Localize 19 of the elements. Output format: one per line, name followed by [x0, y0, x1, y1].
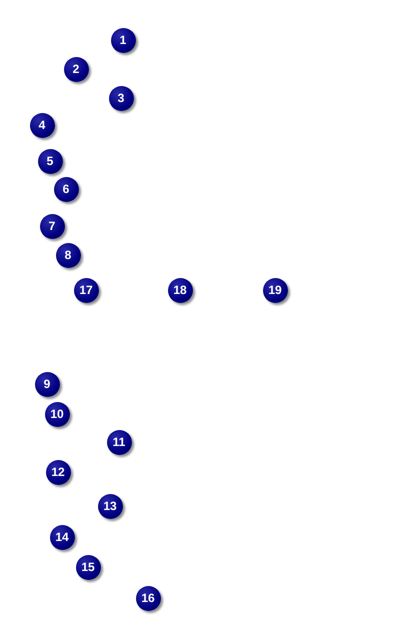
callout-number: 10 [44, 402, 70, 426]
callout-number: 3 [108, 86, 134, 110]
callout-number: 17 [74, 278, 98, 302]
callout-number: 15 [76, 554, 100, 580]
callout-number: 11 [106, 430, 132, 454]
callout-number: 13 [98, 494, 122, 518]
callout-number: 5 [38, 148, 62, 174]
callout-number: 6 [54, 176, 78, 202]
callout-number: 1 [110, 28, 136, 52]
callout-number: 19 [262, 278, 288, 302]
callout-number: 12 [46, 460, 70, 484]
callout-number: 8 [56, 242, 80, 268]
callout-number: 2 [64, 56, 88, 82]
callout-number: 9 [34, 372, 60, 396]
callout-number: 4 [30, 112, 54, 138]
callout-number: 18 [168, 278, 192, 302]
callout-number: 14 [50, 524, 74, 550]
callout-number: 16 [136, 586, 160, 610]
callout-number: 7 [40, 214, 64, 238]
